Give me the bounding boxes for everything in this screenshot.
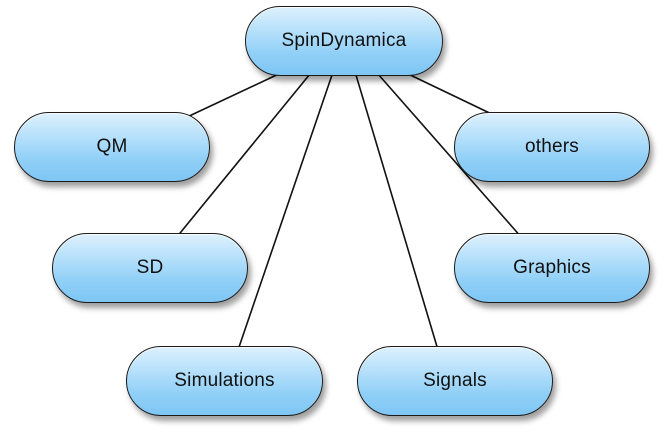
node-label: Graphics [513, 257, 591, 278]
node-graphics[interactable]: Graphics [454, 233, 650, 303]
node-signals[interactable]: Signals [357, 346, 553, 416]
node-label: Signals [423, 370, 487, 391]
edge-root-others [403, 71, 501, 119]
node-simulations[interactable]: Simulations [126, 346, 323, 416]
edge-root-sd [175, 73, 311, 239]
node-spindynamica[interactable]: SpinDynamica [245, 6, 443, 76]
node-label: SpinDynamica [281, 30, 407, 51]
node-label: SD [136, 257, 164, 278]
node-label: others [524, 136, 579, 157]
node-qm[interactable]: QM [14, 112, 210, 182]
node-label: Simulations [174, 370, 275, 391]
node-sd[interactable]: SD [52, 233, 248, 303]
edge-root-qm [184, 71, 284, 119]
edge-root-signals [355, 74, 439, 351]
edge-root-graphics [377, 73, 523, 239]
node-others[interactable]: others [454, 112, 650, 182]
edge-root-simulations [237, 74, 333, 351]
node-label: QM [96, 136, 128, 157]
